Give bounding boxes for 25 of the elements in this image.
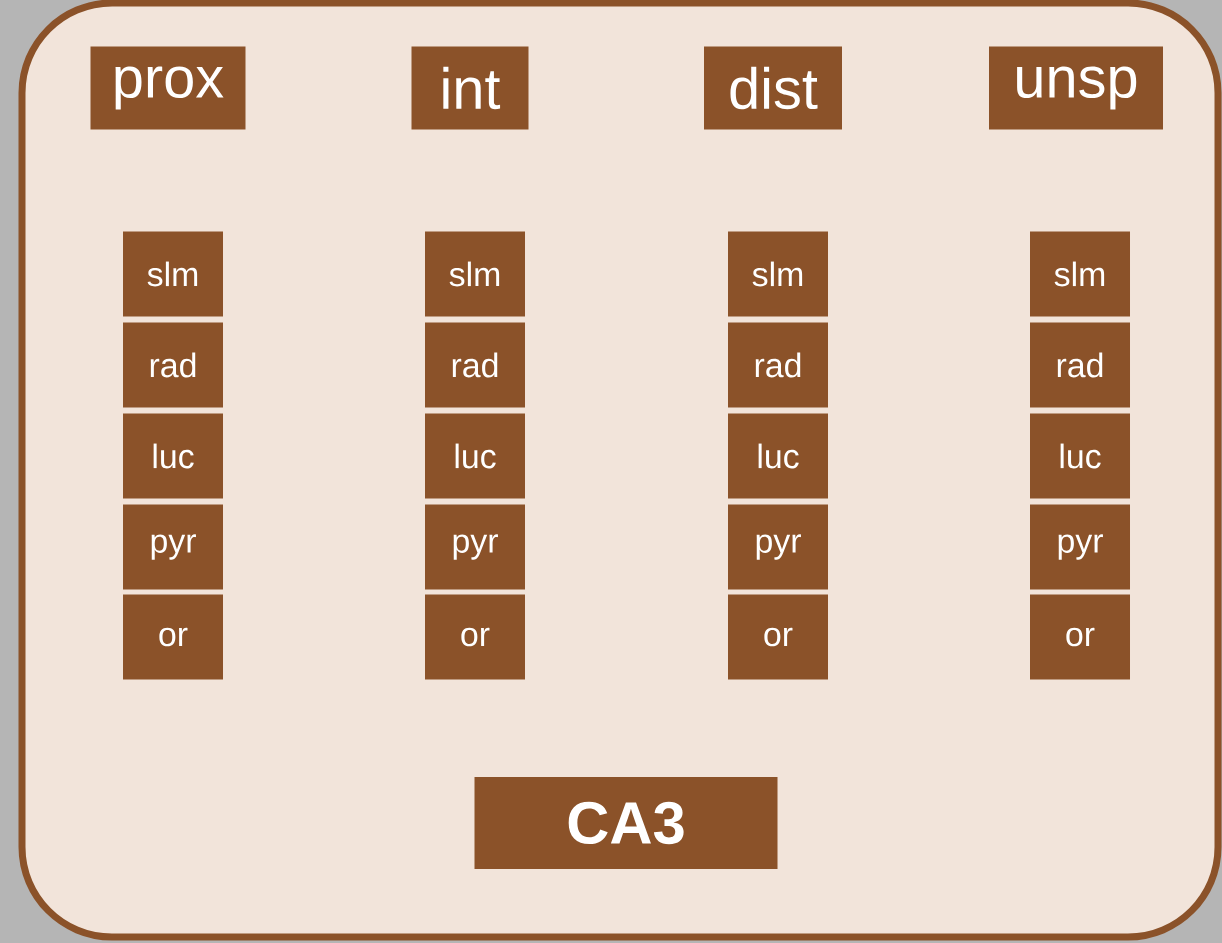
layer-box: pyr bbox=[728, 504, 828, 590]
layer-box: pyr bbox=[123, 504, 223, 590]
header-box: int bbox=[411, 46, 529, 130]
layer-box: pyr bbox=[1030, 504, 1130, 590]
layer-box: rad bbox=[425, 322, 525, 408]
layer-box: slm bbox=[123, 231, 223, 317]
layer-box: rad bbox=[123, 322, 223, 408]
layer-box: or bbox=[728, 594, 828, 680]
header-box: dist bbox=[704, 46, 842, 130]
region-box: CA3 bbox=[474, 777, 778, 869]
layer-box: slm bbox=[1030, 231, 1130, 317]
layer-box: rad bbox=[728, 322, 828, 408]
layer-box: or bbox=[425, 594, 525, 680]
layer-box: luc bbox=[1030, 413, 1130, 499]
layer-box: luc bbox=[123, 413, 223, 499]
layer-box: luc bbox=[728, 413, 828, 499]
header-box: unsp bbox=[989, 46, 1163, 130]
layer-box: rad bbox=[1030, 322, 1130, 408]
header-box: prox bbox=[90, 46, 246, 130]
layer-box: or bbox=[123, 594, 223, 680]
layer-box: luc bbox=[425, 413, 525, 499]
layer-box: pyr bbox=[425, 504, 525, 590]
layer-box: slm bbox=[425, 231, 525, 317]
layer-box: or bbox=[1030, 594, 1130, 680]
layer-box: slm bbox=[728, 231, 828, 317]
